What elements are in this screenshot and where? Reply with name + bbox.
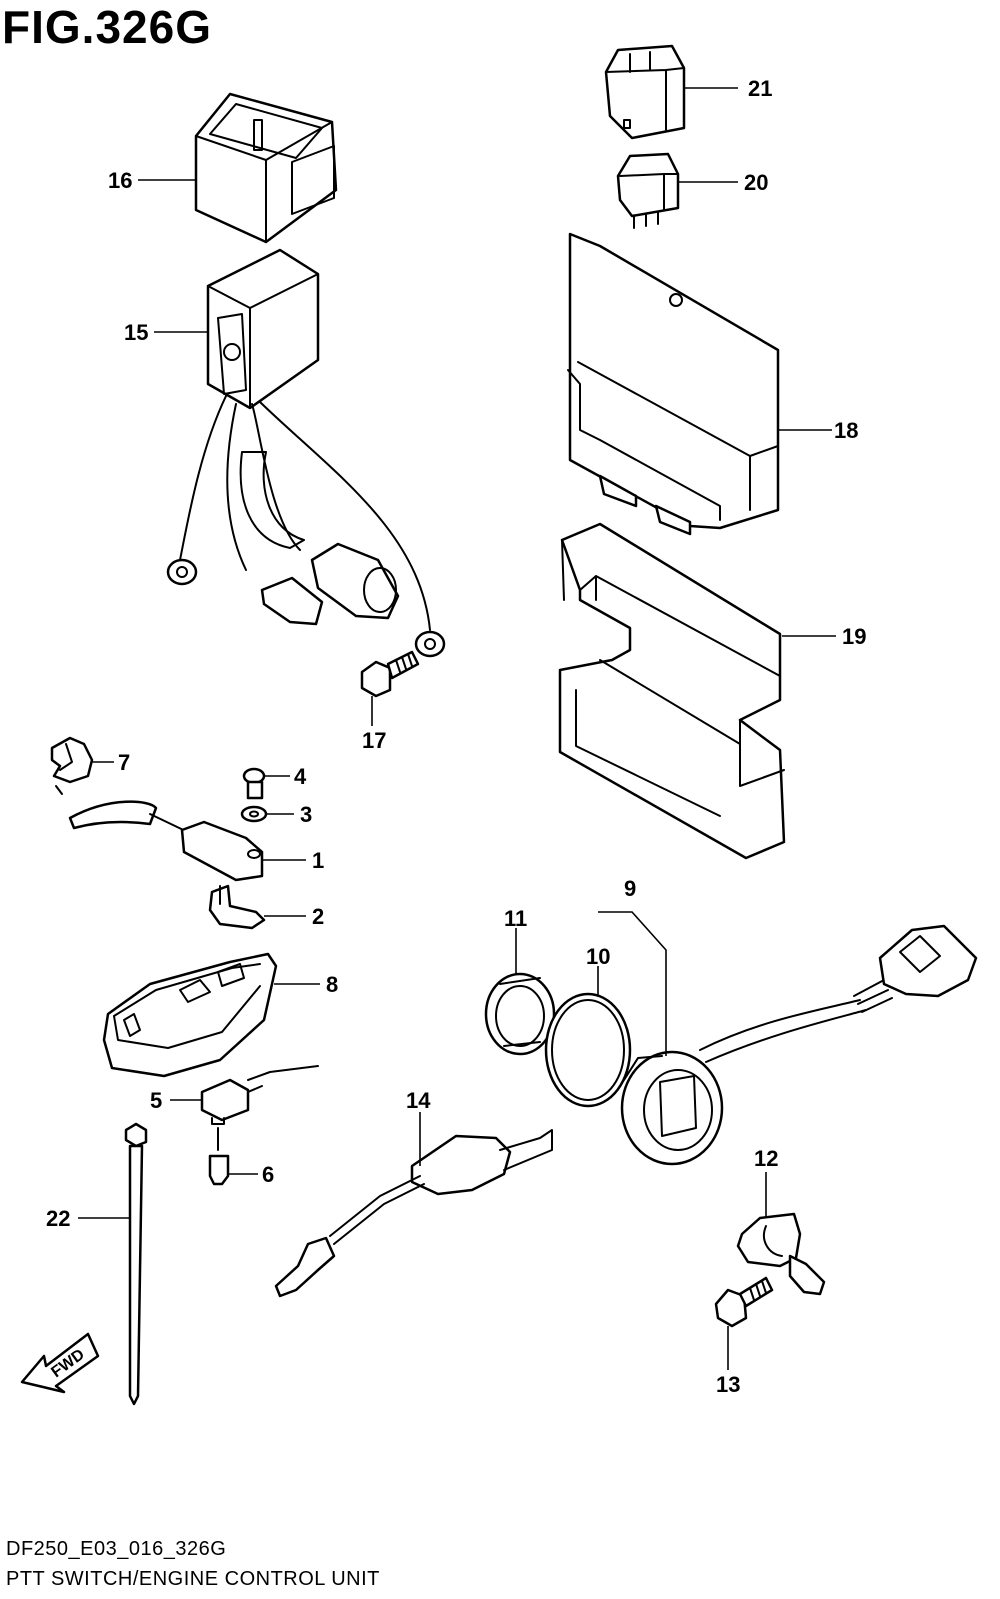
part-22-cable-tie[interactable] xyxy=(124,1122,148,1406)
callout-8: 8 xyxy=(326,972,338,997)
part-5-switch[interactable] xyxy=(200,1065,319,1125)
figure-title: FIG.326G xyxy=(2,1,212,53)
callout-16: 16 xyxy=(108,168,132,193)
part-11-ring[interactable] xyxy=(484,972,556,1056)
callout-7: 7 xyxy=(118,750,130,775)
part-16-cover[interactable] xyxy=(194,92,338,244)
part-2-lever[interactable] xyxy=(208,884,266,930)
callout-1: 1 xyxy=(312,848,324,873)
part-18-ecu[interactable] xyxy=(567,232,780,536)
figure-code: DF250_E03_016_326G xyxy=(6,1538,227,1560)
part-1-sensor[interactable] xyxy=(68,800,264,882)
part-21-relay[interactable] xyxy=(604,44,686,140)
part-3-washer[interactable] xyxy=(240,805,268,823)
part-14-switch-lead[interactable] xyxy=(274,1129,553,1298)
part-12-clip[interactable] xyxy=(736,1212,826,1296)
part-8-switch-case[interactable] xyxy=(102,952,278,1078)
callout-6: 6 xyxy=(262,1162,274,1187)
callout-9: 9 xyxy=(624,876,636,901)
part-10-o-ring[interactable] xyxy=(544,992,632,1108)
callout-17: 17 xyxy=(362,728,386,753)
part-6-screw[interactable] xyxy=(208,1127,230,1186)
callout-2: 2 xyxy=(312,904,324,929)
callout-14: 14 xyxy=(406,1088,431,1113)
callout-20: 20 xyxy=(744,170,768,195)
part-9-switch-harness[interactable] xyxy=(620,924,978,1166)
callout-10: 10 xyxy=(586,944,610,969)
callout-15: 15 xyxy=(124,320,148,345)
part-7-clip[interactable] xyxy=(50,736,94,795)
callout-13: 13 xyxy=(716,1372,740,1397)
callout-11: 11 xyxy=(504,906,527,931)
callout-4: 4 xyxy=(294,764,307,789)
fwd-arrow-icon: FWD xyxy=(20,1332,100,1394)
callout-12: 12 xyxy=(754,1146,778,1171)
callout-21: 21 xyxy=(748,76,772,101)
callout-3: 3 xyxy=(300,802,312,827)
callout-18: 18 xyxy=(834,418,858,443)
callout-5: 5 xyxy=(150,1088,162,1113)
callout-22: 22 xyxy=(46,1206,70,1231)
part-15-harness-box[interactable] xyxy=(166,248,446,658)
callout-19: 19 xyxy=(842,624,866,649)
part-4-screw[interactable] xyxy=(242,767,266,800)
part-13-bolt[interactable] xyxy=(714,1276,774,1328)
part-17-bolt[interactable] xyxy=(360,650,420,698)
part-20-relay[interactable] xyxy=(616,152,680,229)
part-19-ecu-holder[interactable] xyxy=(558,522,786,860)
figure-name: PTT SWITCH/ENGINE CONTROL UNIT xyxy=(6,1568,380,1590)
